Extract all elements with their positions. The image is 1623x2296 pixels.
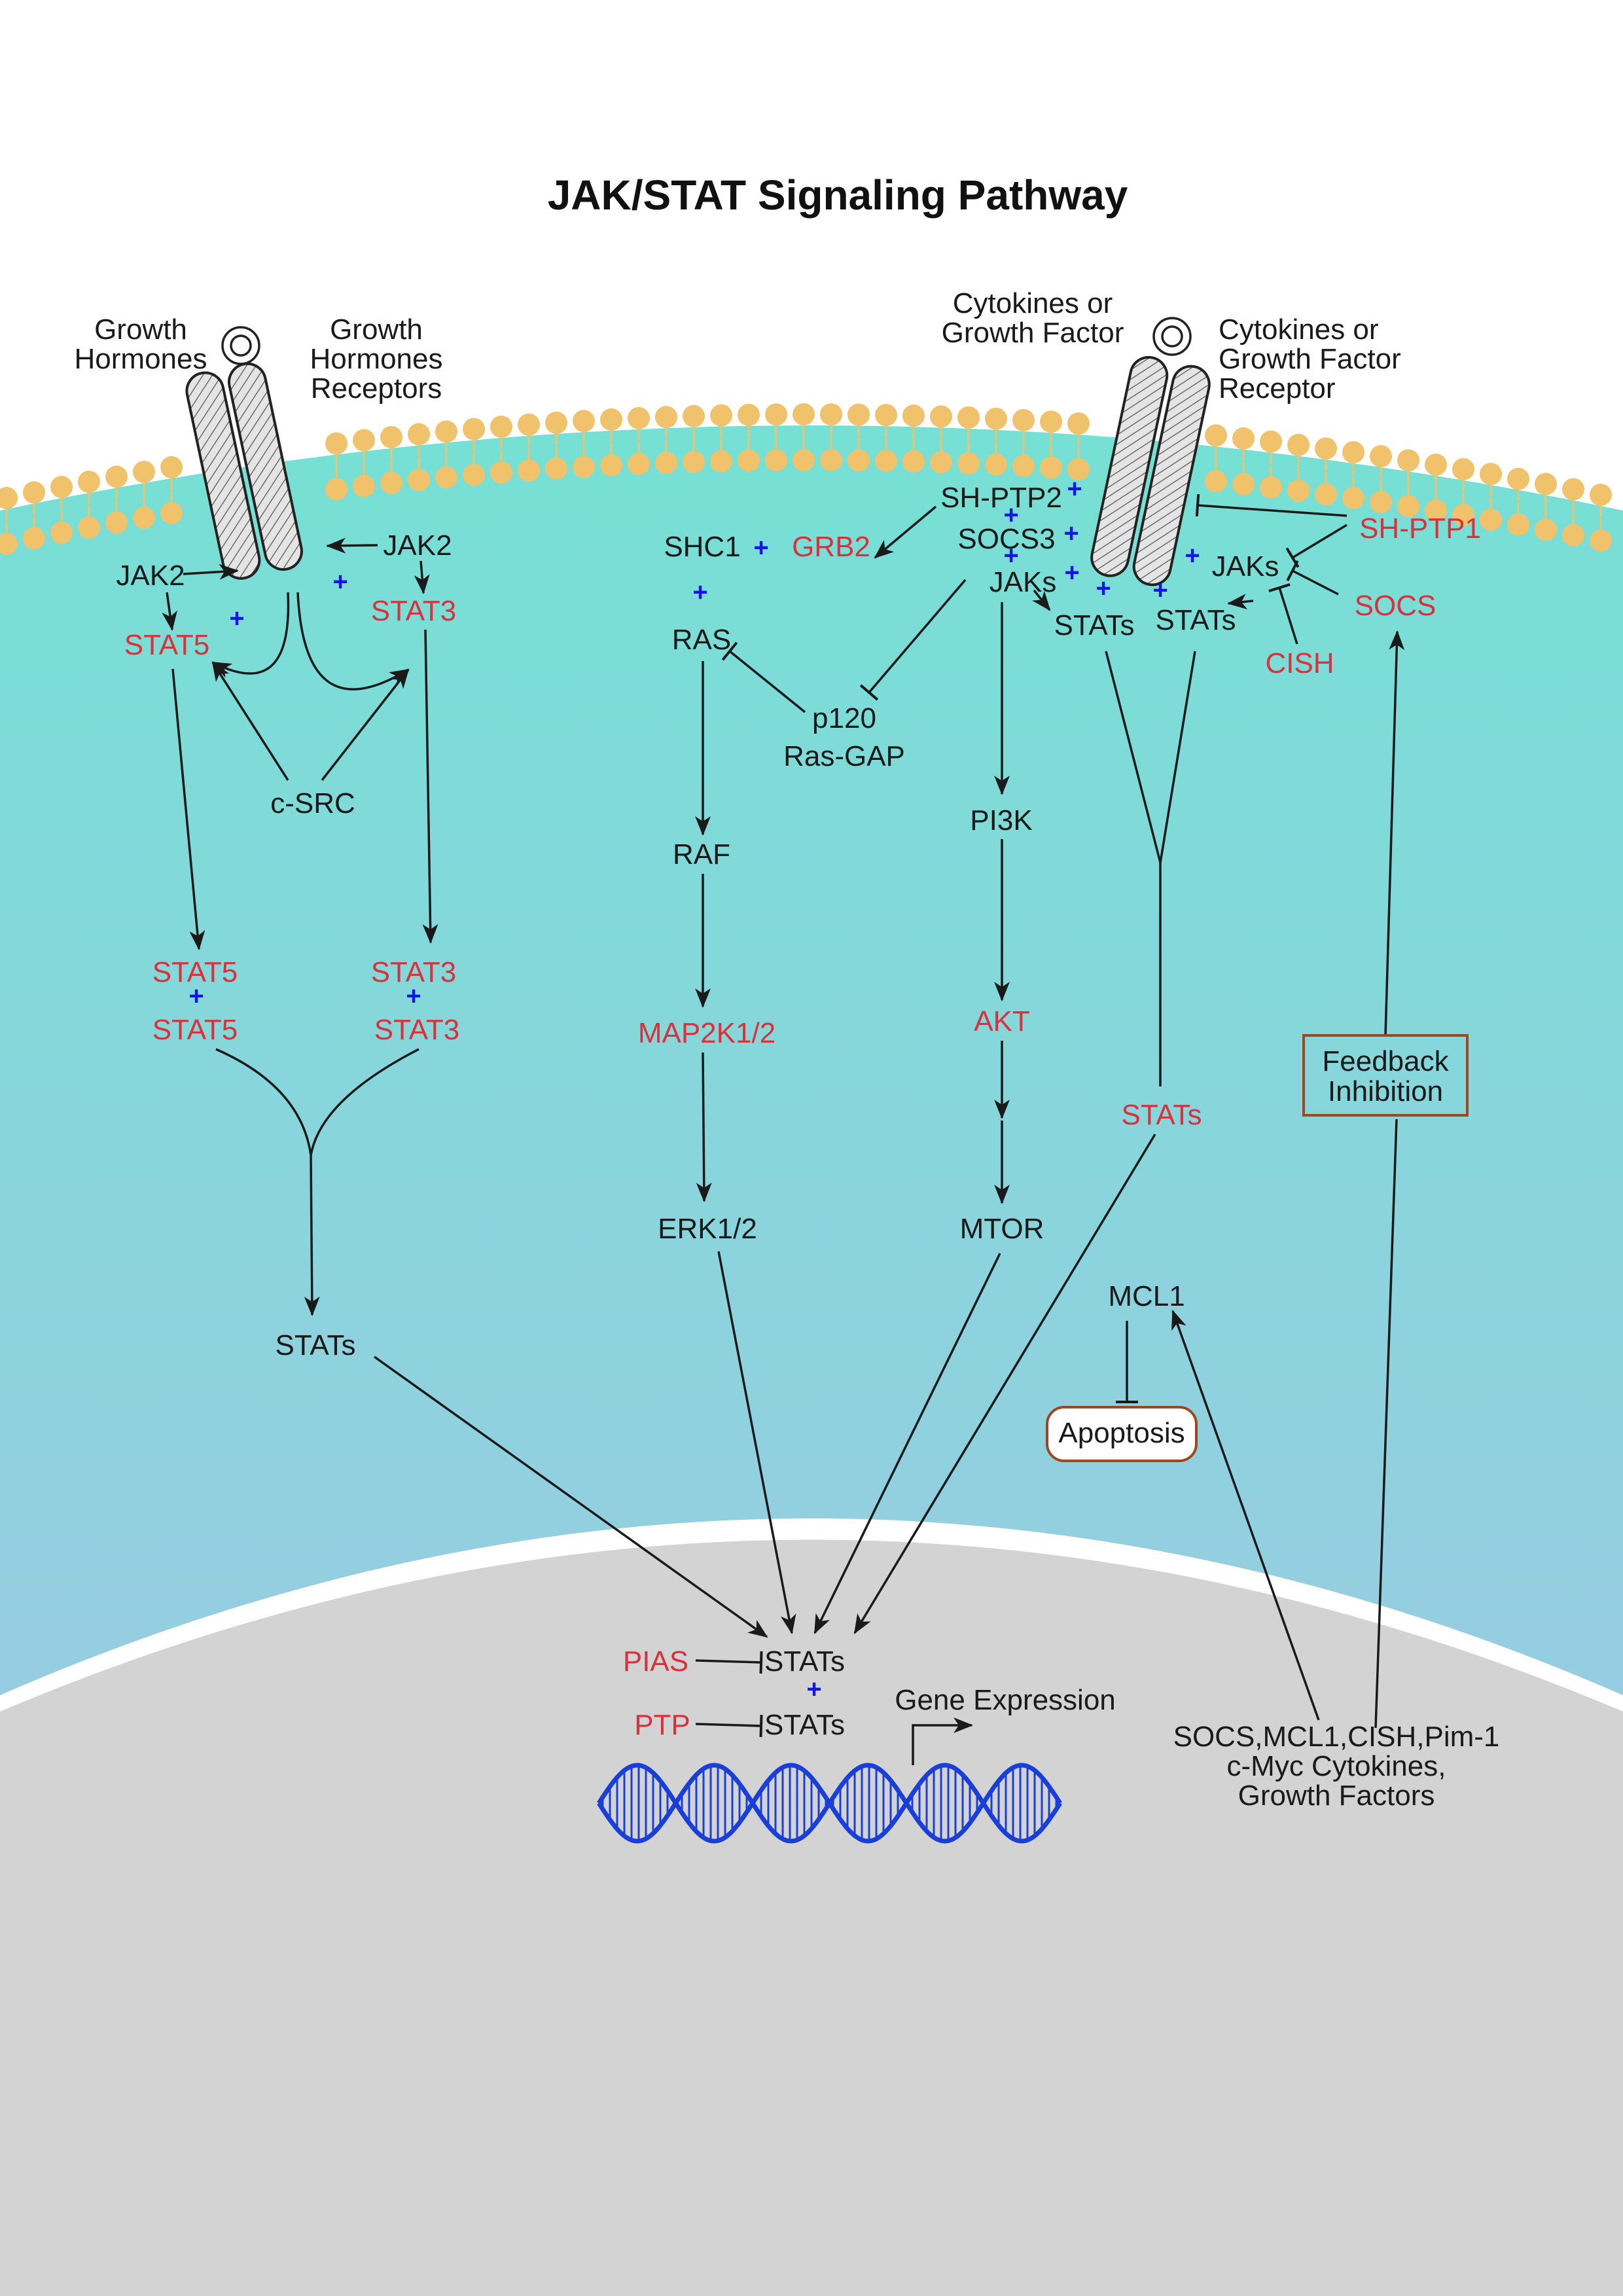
stats-nucleus-bottom: STATs (764, 1709, 845, 1741)
plus-marker: + (753, 533, 768, 562)
interaction-plus-markers: + + + + + + + + + + + + + + + (188, 475, 1200, 1704)
sh-ptp1-label: SH-PTP1 (1359, 512, 1481, 545)
plus-marker: + (1063, 519, 1079, 548)
stats-merged-label: STATs (1121, 1099, 1202, 1131)
apoptosis-box (1046, 1406, 1198, 1462)
dna-helix-icon (597, 1763, 1062, 1844)
plus-marker: + (1185, 541, 1200, 570)
growth-hormone-receptor (185, 326, 303, 580)
plus-marker: + (332, 567, 348, 596)
socs3-label: SOCS3 (957, 523, 1055, 555)
c-src-label: c-SRC (270, 787, 355, 819)
stats-nucleus-top: STATs (764, 1645, 845, 1677)
plus-marker: + (806, 1675, 821, 1704)
mtor-label: MTOR (960, 1213, 1044, 1245)
stat3-dimer-top: STAT3 (371, 956, 456, 988)
stat5-dimer-bottom: STAT5 (152, 1014, 238, 1046)
raf-label: RAF (673, 838, 730, 870)
gene-expression-label: Gene Expression (895, 1684, 1116, 1716)
cell-membrane (0, 403, 1612, 555)
stat5-label: STAT5 (124, 629, 209, 661)
stat3-label: STAT3 (371, 595, 456, 627)
socs-label: SOCS (1355, 590, 1436, 622)
ras-gap-label: Ras-GAP (783, 740, 905, 772)
nucleus (0, 1539, 1623, 2296)
plus-marker: + (1096, 574, 1111, 603)
stat5-dimer-top: STAT5 (152, 956, 238, 988)
plus-marker: + (692, 578, 707, 607)
plus-marker: + (229, 604, 244, 633)
grb2-label: GRB2 (792, 531, 870, 563)
cish-label: CISH (1265, 647, 1334, 679)
plus-marker: + (1152, 576, 1168, 605)
plus-marker: + (1064, 558, 1079, 587)
plus-marker: + (406, 982, 421, 1011)
pathway-edges (162, 493, 1405, 1765)
mcl1-label: MCL1 (1108, 1280, 1185, 1312)
pi3k-label: PI3K (970, 804, 1032, 836)
p120-label: p120 (812, 702, 876, 734)
plus-marker: + (1003, 501, 1018, 529)
page-title: JAK/STAT Signaling Pathway (548, 171, 1128, 219)
shc1-label: SHC1 (664, 531, 740, 563)
stats-right-b: STATs (1155, 604, 1236, 636)
stat3-dimer-bottom: STAT3 (374, 1014, 459, 1046)
jaks-middle-label: JAKs (990, 566, 1057, 598)
sh-ptp2-label: SH-PTP2 (940, 482, 1062, 514)
plus-marker: + (1003, 541, 1018, 570)
plus-marker: + (188, 982, 204, 1011)
ras-label: RAS (672, 624, 731, 656)
apoptosis-label: Apoptosis (1058, 1417, 1185, 1449)
jak2-right: JAK2 (383, 529, 452, 562)
erk-label: ERK1/2 (658, 1213, 757, 1245)
plus-marker: + (1067, 475, 1082, 503)
cytokine-receptor (1090, 317, 1211, 586)
jak2-left: JAK2 (116, 560, 185, 592)
pias-label: PIAS (623, 1645, 688, 1677)
stats-left-label: STATs (275, 1329, 355, 1361)
akt-label: AKT (974, 1005, 1030, 1037)
ptp-label: PTP (634, 1709, 690, 1741)
stats-right-a: STATs (1054, 609, 1134, 641)
jaks-right-label: JAKs (1212, 550, 1279, 583)
feedback-inhibition-box (1302, 1034, 1469, 1117)
map2k-label: MAP2K1/2 (638, 1017, 776, 1049)
